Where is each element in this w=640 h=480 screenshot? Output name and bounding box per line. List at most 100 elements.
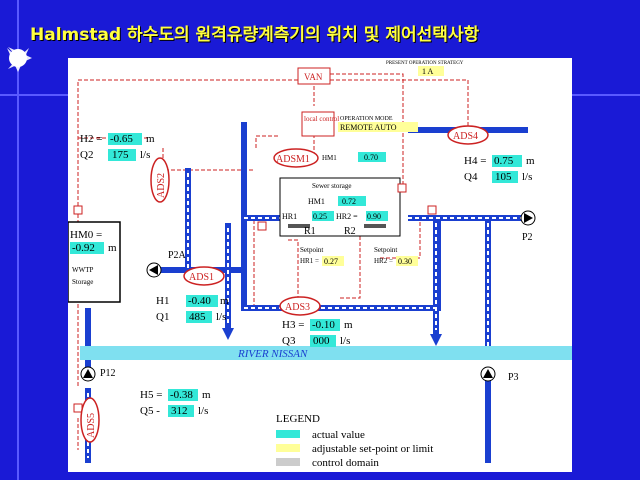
p12-pump-icon	[80, 366, 96, 382]
legend-label-setpoint: adjustable set-point or limit	[312, 443, 433, 455]
h4-value: 0.75	[494, 155, 514, 167]
r1-gate-icon	[288, 224, 310, 228]
h5-value-box	[168, 389, 198, 401]
h2-unit: m	[146, 133, 155, 145]
storage-label: Storage	[72, 278, 93, 286]
p2a-pump-icon	[146, 262, 162, 278]
hm0-value: -0.92	[72, 242, 95, 254]
p3-label: P3	[508, 372, 519, 383]
q5-unit: l/s	[198, 405, 208, 417]
q1-label: Q1	[156, 311, 169, 323]
setpoint2-label: Setpoint	[374, 246, 397, 254]
river-label: RIVER NISSAN	[237, 348, 308, 360]
q2-value: 175	[112, 149, 129, 161]
wwtp-label: WWTP	[72, 266, 93, 274]
setpoint2-hr: HR2 =	[374, 257, 393, 265]
p12-label: P12	[100, 368, 116, 379]
q3-label: Q3	[282, 335, 296, 347]
ads5-badge	[80, 397, 100, 443]
sensor-icons	[73, 183, 437, 413]
adsm1-value-box	[358, 152, 386, 162]
legend-swatch-actual	[276, 430, 300, 438]
p2-label: P2	[522, 232, 533, 243]
setpoint1-value: 0.27	[324, 257, 338, 266]
h4-unit: m	[526, 155, 535, 167]
h3-value-box	[310, 319, 340, 331]
diagram-panel: RIVER NISSAN VAN PRESENT OPERATION STRAT…	[67, 58, 572, 472]
h2-value-box	[108, 133, 142, 145]
hr2-label: HR2 =	[336, 212, 358, 221]
local-control-box	[301, 111, 335, 137]
q4-unit: l/s	[522, 171, 532, 183]
q1-value-box	[186, 311, 212, 323]
setpoint1-hr: HR1 =	[300, 257, 319, 265]
r1-label: R1	[304, 226, 316, 237]
q4-value: 105	[495, 171, 512, 183]
river-band	[80, 346, 572, 360]
wwtp-storage-box	[67, 221, 121, 303]
p2a-label: P2A	[168, 250, 187, 261]
r2-label: R2	[344, 226, 356, 237]
operation-mode-label: OPERATION MODE	[340, 116, 393, 122]
hm0-unit: m	[108, 242, 117, 254]
legend-swatch-setpoint	[276, 444, 300, 452]
setpoint1-label: Setpoint	[300, 246, 323, 254]
hr1-label: HR1	[282, 212, 297, 221]
hm0-value-box	[70, 242, 104, 254]
q5-label: Q5 -	[140, 405, 160, 417]
h3-unit: m	[344, 319, 353, 331]
operation-mode-value: REMOTE AUTO	[340, 123, 397, 132]
ads1-badge	[183, 266, 225, 286]
hm1-label: HM1	[308, 197, 325, 206]
setpoint2-value-box	[396, 256, 418, 266]
h3-label: H3 =	[282, 319, 304, 331]
q4-value-box	[492, 171, 518, 183]
q5-value-box	[168, 405, 194, 417]
legend-swatch-control	[276, 458, 300, 466]
flow-arrows	[222, 328, 442, 346]
h4-label: H4 =	[464, 155, 486, 167]
legend: LEGEND actual value adjustable set-point…	[276, 413, 433, 469]
ads5-label: ADS5	[86, 413, 97, 438]
sewer-storage-title: Sewer storage	[312, 182, 351, 190]
q4-label: Q4	[464, 171, 478, 183]
van-header: PRESENT OPERATION STRATEGY	[386, 61, 464, 66]
q2-label: Q2	[80, 149, 93, 161]
q1-value: 485	[189, 311, 206, 323]
q5-value: 312	[171, 405, 188, 417]
h1-label: H1	[156, 295, 169, 307]
q2-value-box	[108, 149, 136, 161]
h2-label: H2 =	[80, 133, 102, 145]
hr1-value: 0.25	[313, 212, 327, 221]
van-label: VAN	[304, 72, 323, 82]
h3-value: -0.10	[312, 319, 335, 331]
adsm1-hm-label: HM1	[322, 154, 337, 162]
h5-value: -0.38	[170, 389, 193, 401]
ads4-label: ADS4	[453, 131, 478, 142]
starburst-icon	[0, 10, 50, 76]
r2-gate-icon	[364, 224, 386, 228]
ads3-badge	[279, 296, 321, 316]
setpoint2-value: 0.30	[398, 257, 412, 266]
hr2-value: 0.90	[367, 212, 381, 221]
q3-value-box	[310, 335, 336, 347]
q2-unit: l/s	[140, 149, 150, 161]
hr2-value-box	[366, 211, 388, 221]
legend-title: LEGEND	[276, 413, 320, 425]
ads4-badge	[447, 125, 489, 145]
ads2-label: ADS2	[156, 173, 167, 198]
setpoint1-value-box	[322, 256, 344, 266]
legend-label-control: control domain	[312, 457, 379, 469]
hr1-value-box	[312, 211, 334, 221]
h2-value: -0.65	[110, 133, 133, 145]
page-title: Halmstad 하수도의 원격유량계측기의 위치 및 제어선택사항	[30, 25, 480, 45]
h1-value: -0.40	[188, 295, 211, 307]
ads2-badge	[150, 157, 170, 203]
p2-pump-icon	[520, 210, 536, 226]
van-value: 1 A	[422, 67, 434, 76]
adsm1-value: 0.70	[364, 153, 378, 162]
h1-value-box	[186, 295, 218, 307]
h1-unit: m	[220, 295, 229, 307]
adsm1-badge	[273, 148, 319, 168]
van-box	[297, 67, 331, 85]
